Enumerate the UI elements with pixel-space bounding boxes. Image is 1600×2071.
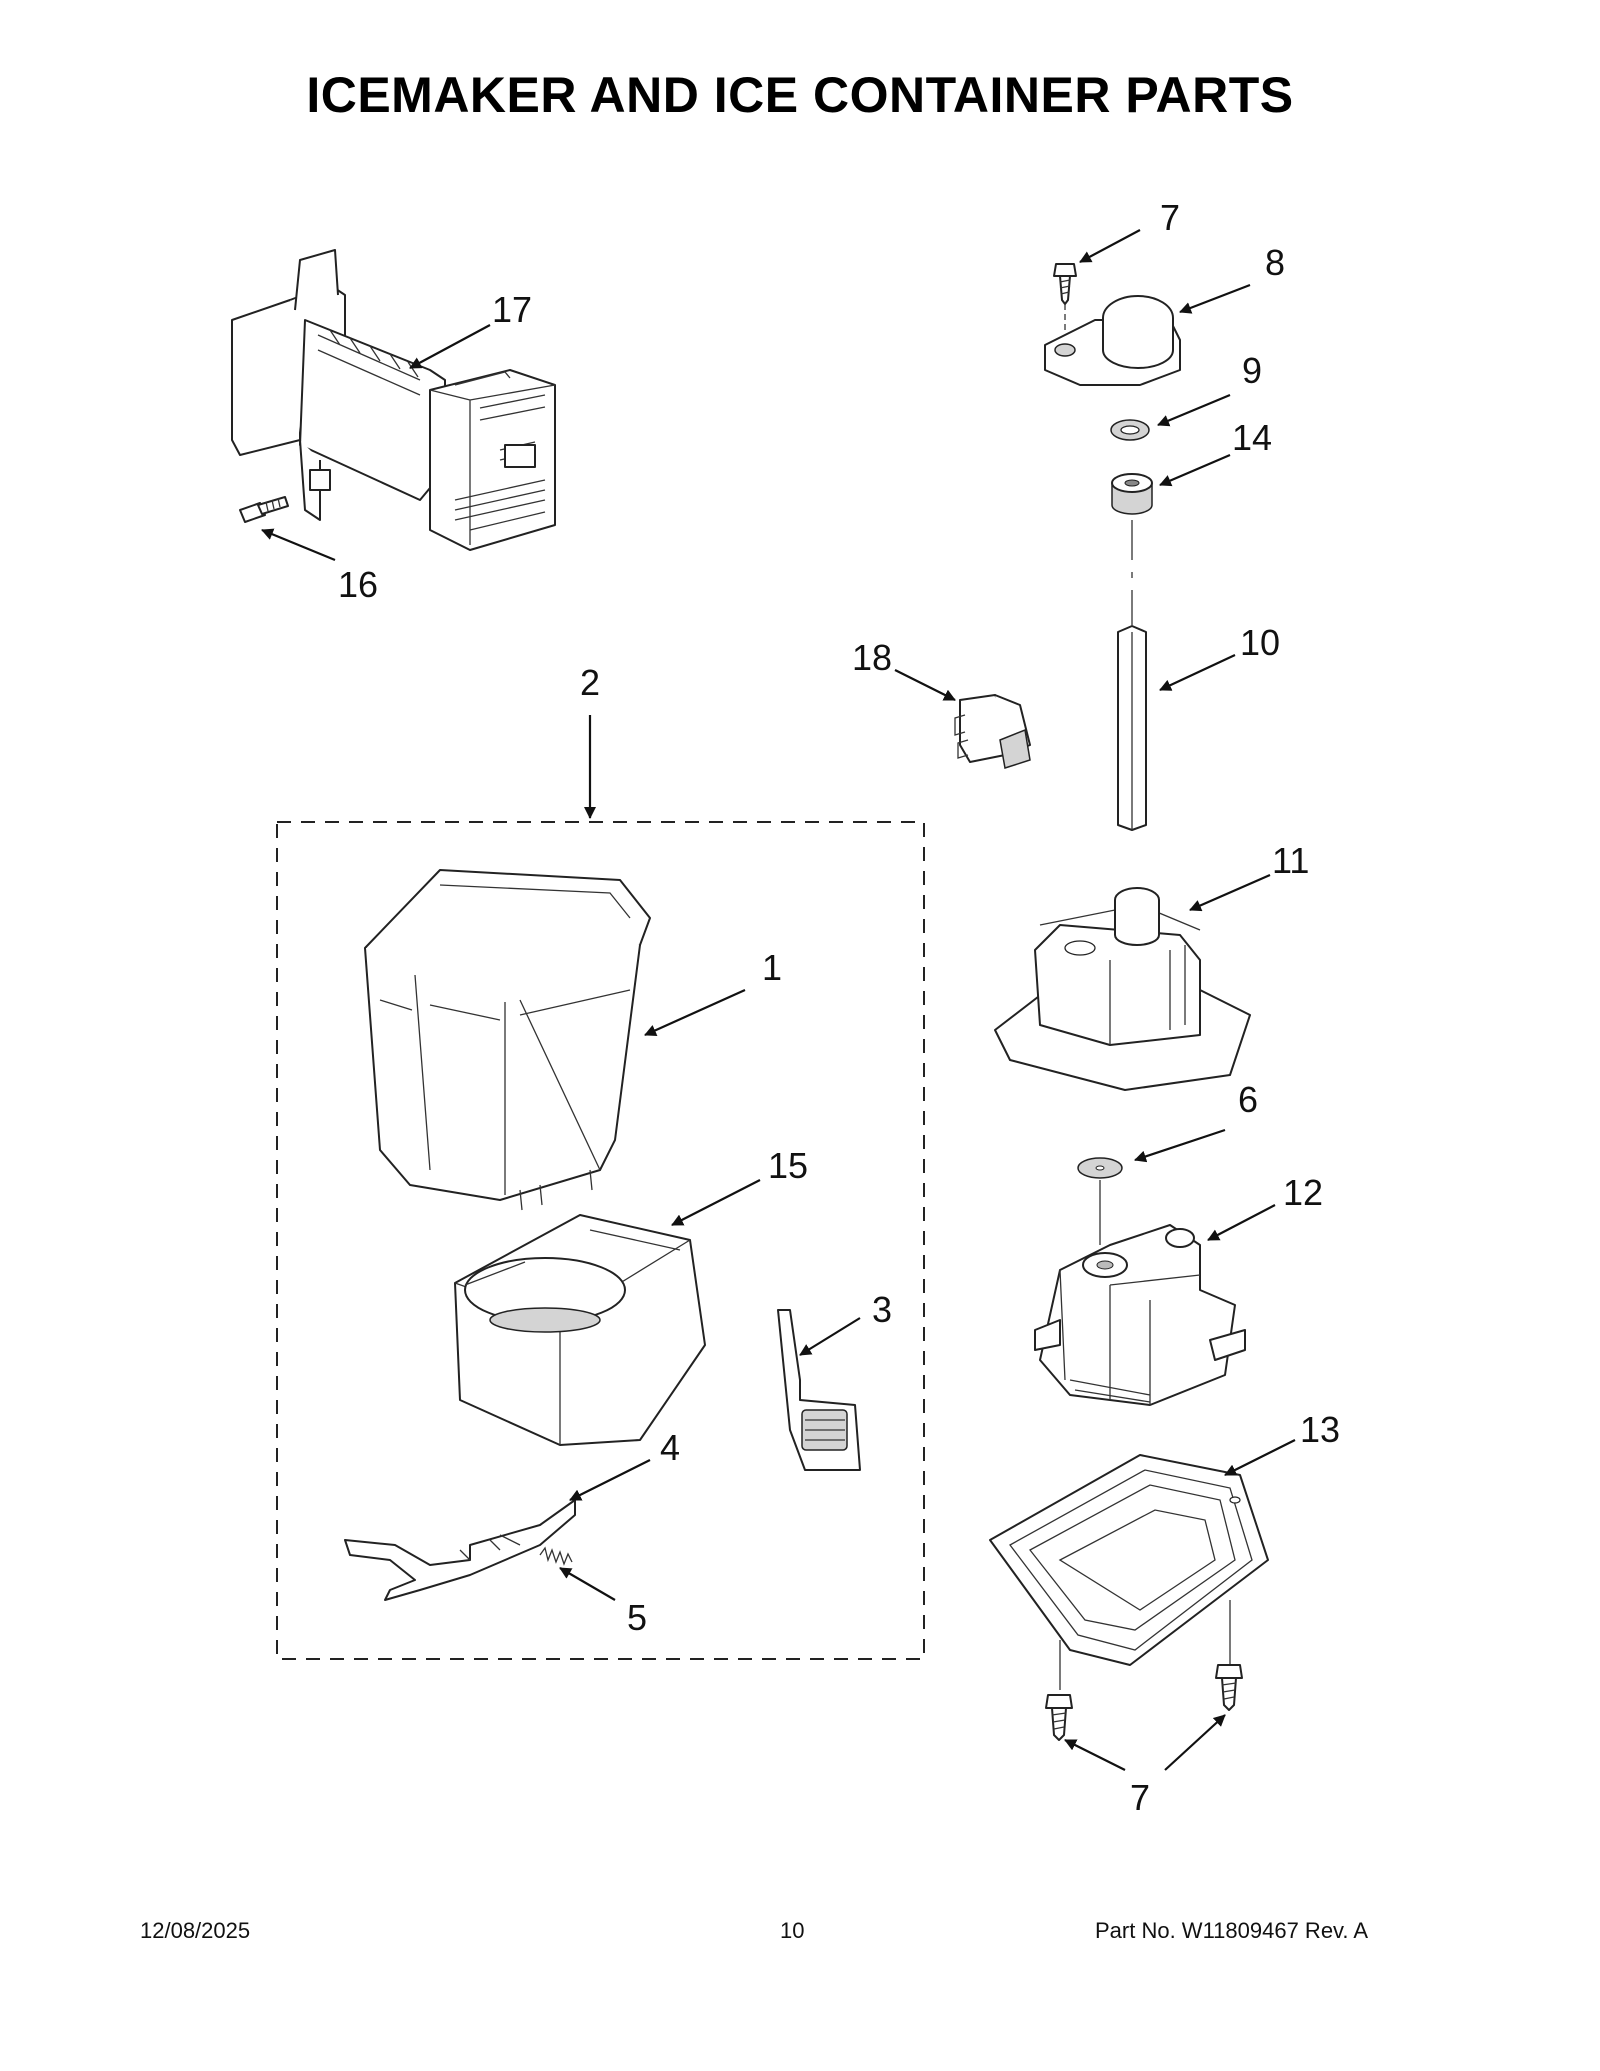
auger-motor-part-12 bbox=[1034, 1224, 1246, 1406]
ice-funnel-part-15 bbox=[454, 1214, 706, 1446]
callout-17: 17 bbox=[492, 289, 532, 330]
switch-part-18 bbox=[954, 694, 1031, 769]
footer-part-number: Part No. W11809467 Rev. A bbox=[1095, 1918, 1369, 1943]
leader-lines bbox=[261, 229, 1296, 1771]
callout-4: 4 bbox=[660, 1427, 680, 1468]
screw-part-7-bottom-left bbox=[1045, 1694, 1073, 1741]
door-flap-part-3 bbox=[777, 1309, 861, 1471]
housing-tray-part-13 bbox=[989, 1454, 1269, 1666]
bin-assembly-box-part-2 bbox=[276, 821, 925, 1660]
page-title: ICEMAKER AND ICE CONTAINER PARTS bbox=[306, 67, 1294, 123]
callout-9: 9 bbox=[1242, 350, 1262, 391]
callout-7-top: 7 bbox=[1160, 197, 1180, 238]
callout-18: 18 bbox=[852, 637, 892, 678]
callout-3: 3 bbox=[872, 1289, 892, 1330]
ice-bucket-part-1 bbox=[364, 869, 651, 1211]
callout-13: 13 bbox=[1300, 1409, 1340, 1450]
callout-16: 16 bbox=[338, 564, 378, 605]
callout-10: 10 bbox=[1240, 622, 1280, 663]
callout-1: 1 bbox=[762, 947, 782, 988]
screw-part-7-bottom-right bbox=[1215, 1664, 1243, 1711]
washer-part-9 bbox=[1110, 419, 1150, 441]
spring-part-5 bbox=[539, 1546, 573, 1566]
callout-5: 5 bbox=[627, 1597, 647, 1638]
callout-7-bottom: 7 bbox=[1130, 1777, 1150, 1818]
motor-cover-part-11 bbox=[994, 887, 1251, 1091]
callout-12: 12 bbox=[1283, 1172, 1323, 1213]
footer-page-number: 10 bbox=[780, 1918, 805, 1943]
callout-14: 14 bbox=[1232, 417, 1272, 458]
callout-11: 11 bbox=[1272, 840, 1309, 881]
screw-part-7-top bbox=[1053, 263, 1077, 305]
lever-part-4 bbox=[344, 1499, 576, 1601]
shaft-part-10 bbox=[1117, 625, 1147, 831]
bearing-housing-part-8 bbox=[1044, 295, 1181, 386]
callout-2: 2 bbox=[580, 662, 600, 703]
callout-8: 8 bbox=[1265, 242, 1285, 283]
callout-labels: 1 2 3 4 5 6 7 7 8 9 10 11 12 13 14 15 16… bbox=[338, 197, 1340, 1818]
disc-part-6 bbox=[1077, 1157, 1123, 1179]
bushing-part-14 bbox=[1111, 473, 1153, 515]
footer-date: 12/08/2025 bbox=[140, 1918, 251, 1943]
callout-15: 15 bbox=[768, 1145, 808, 1186]
screw-part-16 bbox=[239, 496, 289, 523]
callout-6: 6 bbox=[1238, 1079, 1258, 1120]
icemaker-assembly-part-17 bbox=[231, 249, 556, 551]
